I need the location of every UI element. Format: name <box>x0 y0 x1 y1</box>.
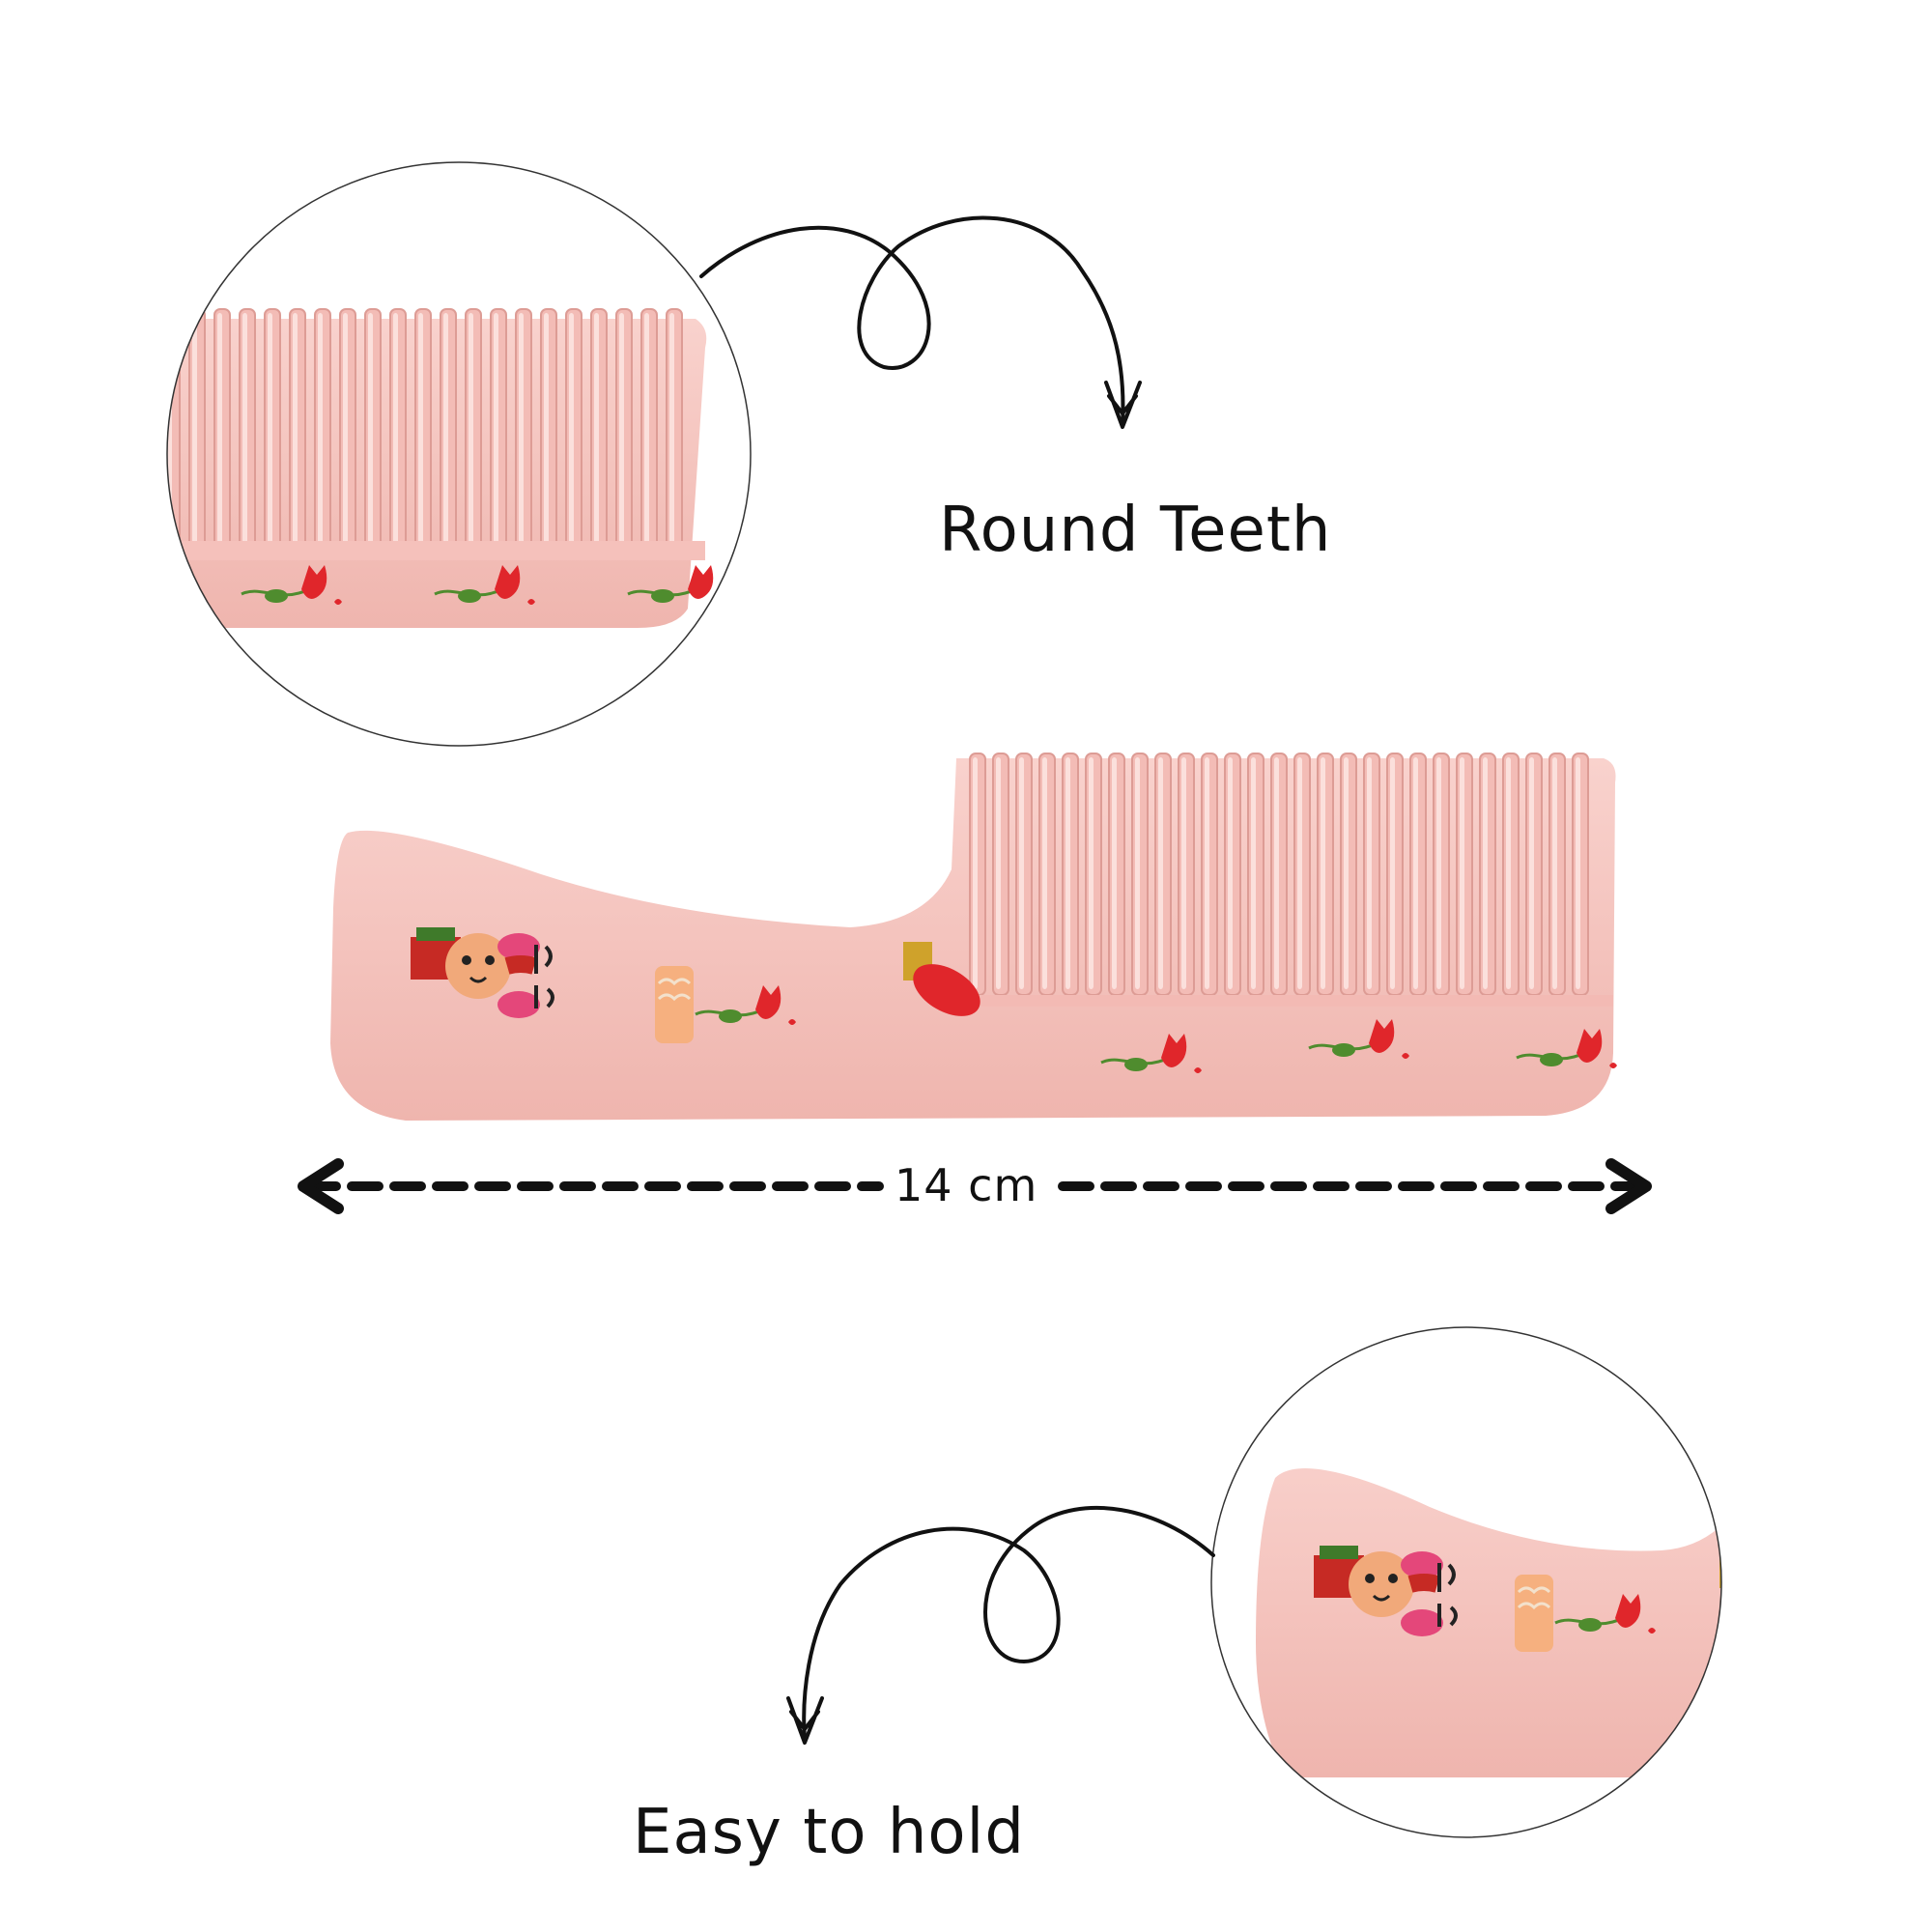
length-label: 14 cm <box>887 1159 1046 1211</box>
leaf-pattern-icon <box>1719 1555 1721 1588</box>
chevron-arrow-icon <box>786 1696 824 1745</box>
teeth-row-zoom <box>167 308 683 552</box>
arrow-right-icon <box>1605 1158 1652 1214</box>
teeth-closeup-circle <box>166 161 752 747</box>
leaf-pattern-icon <box>903 942 980 1016</box>
curly-arrow-bottom <box>786 1506 1215 1745</box>
chevron-arrow-icon <box>1104 381 1142 429</box>
arrow-left-icon <box>298 1158 344 1214</box>
wave-pattern-icon <box>653 964 696 1045</box>
dimension-line <box>298 1158 1652 1214</box>
handle-closeup-circle <box>1210 1326 1722 1838</box>
comb-product <box>330 753 1619 1121</box>
curly-arrow-top <box>699 215 1142 429</box>
round-teeth-label: Round Teeth <box>939 495 1332 566</box>
easy-to-hold-label: Easy to hold <box>633 1797 1025 1868</box>
comb-teeth <box>969 753 1589 996</box>
wave-pattern-icon <box>1513 1573 1555 1654</box>
